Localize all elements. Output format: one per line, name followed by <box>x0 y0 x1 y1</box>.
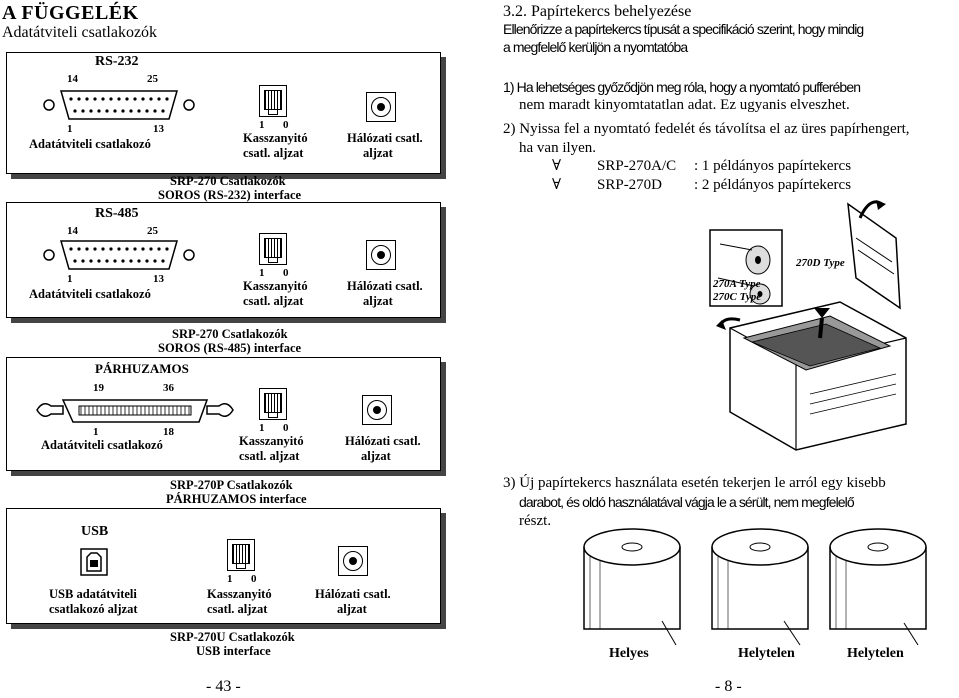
panel-caption: USB interface <box>196 644 271 658</box>
rs485-panel: RS-485 14 25 1 13 Adatátviteli csatlakoz… <box>6 202 441 318</box>
power-socket-icon <box>366 240 396 270</box>
pin-label: 25 <box>147 73 158 85</box>
panel-caption: SRP-270 Csatlakozók <box>172 327 288 341</box>
pin-label: 13 <box>153 123 164 135</box>
power-label: Hálózati csatl. <box>345 434 421 448</box>
right-page-number: - 8 - <box>715 678 742 695</box>
drawer-label: csatl. aljzat <box>207 602 268 616</box>
power-label: Hálózati csatl. <box>347 279 423 293</box>
rs232-panel: RS-232 14 25 1 13 Adatátviteli csatlakoz… <box>6 52 441 174</box>
panel-heading: PÁRHUZAMOS <box>95 361 189 376</box>
bullet-symbol: ∀ <box>552 177 562 193</box>
usb-panel: USB USB adatátviteli csatlakozó aljzat 1… <box>6 508 441 624</box>
drawer-label: Kasszanyitó <box>207 587 272 601</box>
pin-label: 1 <box>259 119 265 131</box>
panel-caption: SRP-270P Csatlakozók <box>170 478 293 492</box>
pin-label: 14 <box>67 73 78 85</box>
bullet-model: SRP-270D <box>597 177 663 193</box>
roll-label: Helytelen <box>847 646 904 661</box>
step3-line: darabot, és oldó használatával vágja le … <box>519 494 855 510</box>
section-title: 3.2. Papírtekercs behelyezése <box>503 3 692 20</box>
panel-heading: USB <box>81 524 109 539</box>
connector-label: csatlakozó aljzat <box>49 602 138 616</box>
bullet-desc: : 1 példányos papírtekercs <box>694 158 852 174</box>
cash-drawer-jack-icon <box>259 388 287 420</box>
bullet-model: SRP-270A/C <box>597 158 677 174</box>
cash-drawer-jack-icon <box>259 85 287 117</box>
parallel-panel: PÁRHUZAMOS 19 36 1 18 Adatátviteli csatl… <box>6 357 441 471</box>
step2-line: ha van ilyen. <box>519 140 597 156</box>
type-label-a: 270A Type <box>713 278 761 290</box>
step3-line: részt. <box>519 513 552 529</box>
pin-label: 13 <box>153 273 164 285</box>
drawer-label: csatl. aljzat <box>243 146 304 160</box>
pin-label: 1 <box>67 273 73 285</box>
pin-label: 14 <box>67 225 78 237</box>
pin-label: 19 <box>93 382 104 394</box>
power-label: Hálózati csatl. <box>347 131 423 145</box>
roll-label: Helyes <box>609 646 649 661</box>
roll-label: Helytelen <box>738 646 795 661</box>
panel-caption: PÁRHUZAMOS interface <box>166 492 307 506</box>
pin-label: 1 <box>259 267 265 279</box>
pin-label: 25 <box>147 225 158 237</box>
pin-label: 1 <box>93 426 99 438</box>
db25-connector-icon <box>43 240 195 270</box>
pin-label: 0 <box>283 422 289 434</box>
step1-line: 1) Ha lehetséges győződjön meg róla, hog… <box>503 79 861 95</box>
bullet-symbol: ∀ <box>552 158 562 174</box>
step2-line: 2) Nyissa fel a nyomtató fedelét és távo… <box>503 121 910 137</box>
intro-line: a megfelelő kerüljön a nyomtatóba <box>503 39 688 55</box>
pin-label: 0 <box>251 573 257 585</box>
power-socket-icon <box>362 395 392 425</box>
intro-line: Ellenőrizze a papírtekercs típusát a spe… <box>503 21 864 37</box>
pin-label: 1 <box>259 422 265 434</box>
connector-label: Adatátviteli csatlakozó <box>29 137 151 151</box>
power-socket-icon <box>366 92 396 122</box>
power-label: Hálózati csatl. <box>315 587 391 601</box>
connector-label: Adatátviteli csatlakozó <box>41 438 163 452</box>
centronics-connector-icon <box>36 399 234 423</box>
pin-label: 0 <box>283 267 289 279</box>
step3-line: 3) Új papírtekercs használata esetén tek… <box>503 475 886 491</box>
drawer-label: Kasszanyitó <box>243 131 308 145</box>
db25-connector-icon <box>43 90 195 120</box>
power-socket-icon <box>338 546 368 576</box>
connector-label: USB adatátviteli <box>49 587 137 601</box>
panel-heading: RS-485 <box>95 206 139 221</box>
drawer-label: Kasszanyitó <box>239 434 304 448</box>
panel-caption: SOROS (RS-232) interface <box>158 188 302 202</box>
power-label: aljzat <box>361 449 391 463</box>
step1-line: nem maradt kinyomtatatlan adat. Ez ugyan… <box>519 97 850 113</box>
bullet-desc: : 2 példányos papírtekercs <box>694 177 852 193</box>
cash-drawer-jack-icon <box>259 233 287 265</box>
appendix-subtitle: Adatátviteli csatlakozók <box>2 24 158 41</box>
connector-label: Adatátviteli csatlakozó <box>29 287 151 301</box>
type-label-d: 270D Type <box>796 257 845 269</box>
panel-heading: RS-232 <box>95 54 139 69</box>
drawer-label: csatl. aljzat <box>243 294 304 308</box>
paper-roll-wrong-icon <box>711 528 809 646</box>
type-label-c: 270C Type <box>713 291 762 303</box>
usb-port-icon <box>80 548 108 576</box>
panel-caption: SRP-270 Csatlakozók <box>170 174 286 188</box>
paper-roll-wrong-icon <box>829 528 927 646</box>
paper-roll-correct-icon <box>583 528 681 646</box>
drawer-label: Kasszanyitó <box>243 279 308 293</box>
power-label: aljzat <box>363 146 393 160</box>
appendix-title: A FÜGGELÉK <box>2 2 139 24</box>
pin-label: 1 <box>67 123 73 135</box>
pin-label: 18 <box>163 426 174 438</box>
printer-illustration <box>709 200 907 451</box>
pin-label: 36 <box>163 382 174 394</box>
left-page-number: - 43 - <box>206 678 241 695</box>
drawer-label: csatl. aljzat <box>239 449 300 463</box>
power-label: aljzat <box>363 294 393 308</box>
pin-label: 0 <box>283 119 289 131</box>
cash-drawer-jack-icon <box>227 539 255 571</box>
panel-caption: SOROS (RS-485) interface <box>158 341 302 355</box>
pin-label: 1 <box>227 573 233 585</box>
power-label: aljzat <box>337 602 367 616</box>
panel-caption: SRP-270U Csatlakozók <box>170 630 295 644</box>
